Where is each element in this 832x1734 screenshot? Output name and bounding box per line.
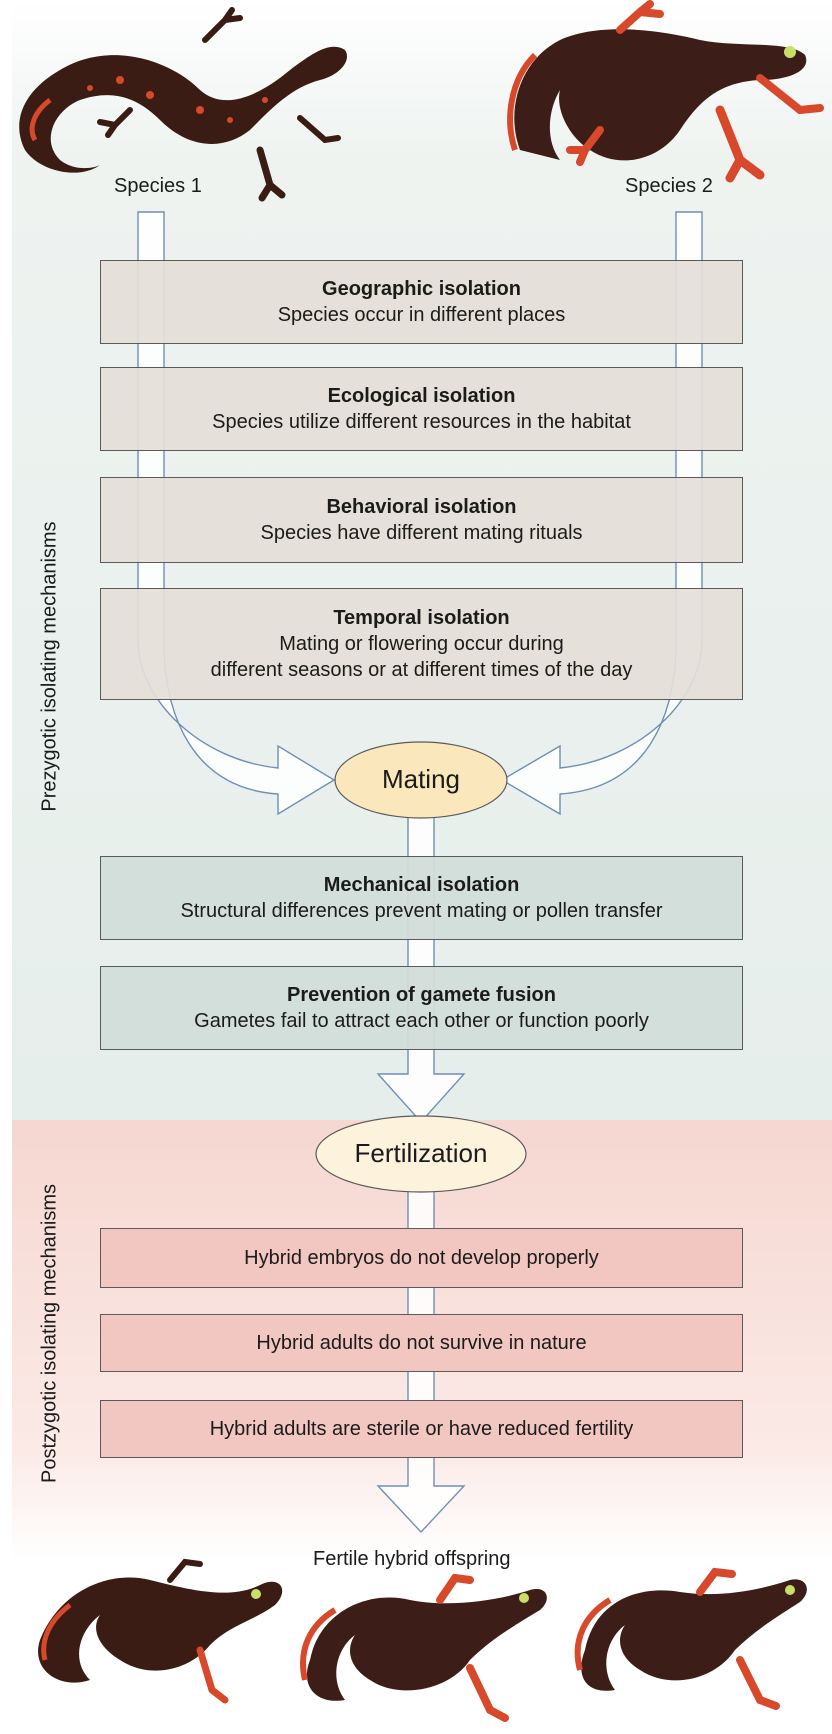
box-title: Mechanical isolation [323, 874, 520, 896]
mechanical-isolation-box: Mechanical isolation Structural differen… [100, 856, 743, 940]
ecological-isolation-box: Ecological isolation Species utilize dif… [100, 367, 743, 451]
mating-oval [334, 741, 508, 819]
fertilization-oval [315, 1115, 527, 1193]
box-description: Species utilize different resources in t… [212, 411, 631, 433]
postzygotic-side-label: Postzygotic isolating mechanisms [38, 1184, 61, 1484]
hybrid-adults-survival-box: Hybrid adults do not survive in nature [100, 1314, 743, 1372]
mating-label: Mating [381, 764, 461, 794]
box-title: Behavioral isolation [326, 496, 517, 518]
offspring-salamander-3 [574, 1567, 807, 1710]
temporal-isolation-box: Temporal isolation Mating or flowering o… [100, 588, 743, 700]
box-description: Structural differences prevent mating or… [180, 900, 663, 922]
hybrid-sterility-box: Hybrid adults are sterile or have reduce… [100, 1400, 743, 1458]
geographic-isolation-box: Geographic isolation Species occur in di… [100, 260, 743, 344]
gamete-fusion-box: Prevention of gamete fusion Gametes fail… [100, 966, 743, 1050]
offspring-label: Fertile hybrid offspring [313, 1548, 511, 1570]
species-2-label: Species 2 [625, 175, 713, 197]
box-description-line-1: Mating or flowering occur during [279, 633, 564, 655]
box-description: Gametes fail to attract each other or fu… [194, 1010, 649, 1032]
box-description-line-2: different seasons or at different times … [210, 659, 633, 681]
box-description: Hybrid adults are sterile or have reduce… [209, 1418, 634, 1440]
fertilization-label: Fertilization [354, 1138, 488, 1168]
box-title: Temporal isolation [333, 607, 510, 629]
box-description: Species have different mating rituals [260, 522, 583, 544]
species-1-label: Species 1 [114, 175, 202, 197]
prezygotic-side-label: Prezygotic isolating mechanisms [38, 521, 61, 812]
box-title: Ecological isolation [327, 385, 516, 407]
behavioral-isolation-box: Behavioral isolation Species have differ… [100, 477, 743, 563]
species-1-salamander [19, 7, 348, 202]
box-title: Prevention of gamete fusion [287, 984, 556, 1006]
species-2-salamander [507, 0, 824, 183]
box-title: Geographic isolation [322, 278, 521, 300]
hybrid-embryos-box: Hybrid embryos do not develop properly [100, 1228, 743, 1288]
box-description: Hybrid adults do not survive in nature [256, 1332, 587, 1354]
mating-to-fertilization-arrow [376, 807, 466, 1124]
box-description: Hybrid embryos do not develop properly [244, 1247, 599, 1269]
offspring-salamander-2 [300, 1573, 547, 1722]
box-description: Species occur in different places [277, 304, 566, 326]
offspring-salamander-1 [38, 1558, 283, 1704]
